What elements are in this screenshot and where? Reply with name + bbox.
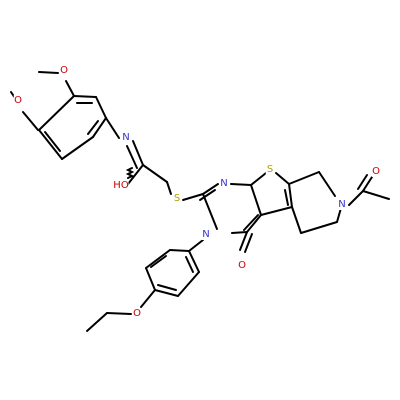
atom-n-n4: N [337,199,347,210]
atom-label-background [132,308,142,319]
atom-o-o4: O [237,260,247,271]
atom-label-background [371,166,381,177]
atom-n-n1: N [121,132,131,143]
atom-label: HO [113,180,129,191]
atom-label: O [60,65,68,76]
atom-n-n2: N [219,178,229,189]
atom-label: S [174,193,180,204]
atom-label: N [122,132,129,143]
atom-n-n3: N [201,229,211,240]
atom-labels: O O N HO S N S N O N O O [13,65,381,319]
atom-label: N [202,229,209,240]
atom-label-background [337,199,347,210]
atom-label-background [201,229,211,240]
atom-label-background [237,260,247,271]
atom-label: O [14,95,22,106]
atom-s-s1: S [172,193,182,204]
atom-label: N [220,178,227,189]
atom-label-background [121,132,131,143]
atom-label-background [172,193,182,204]
atom-o-o5: O [371,166,381,177]
atom-label-background [265,164,275,175]
atom-label-background [59,65,69,76]
atom-label: N [338,199,345,210]
atom-o-o3: HO [113,180,129,191]
atom-label-background [113,180,129,191]
atom-label-background [13,95,23,106]
bond-lines [10,71,390,332]
atom-o-o6: O [132,308,142,319]
atom-label: O [133,308,141,319]
atom-s-s2: S [265,164,275,175]
atom-label: S [267,164,273,175]
atom-label: O [238,260,246,271]
atom-o-o1: O [59,65,69,76]
atom-label-background [219,178,229,189]
atom-label: O [372,166,380,177]
atom-o-o2: O [13,95,23,106]
